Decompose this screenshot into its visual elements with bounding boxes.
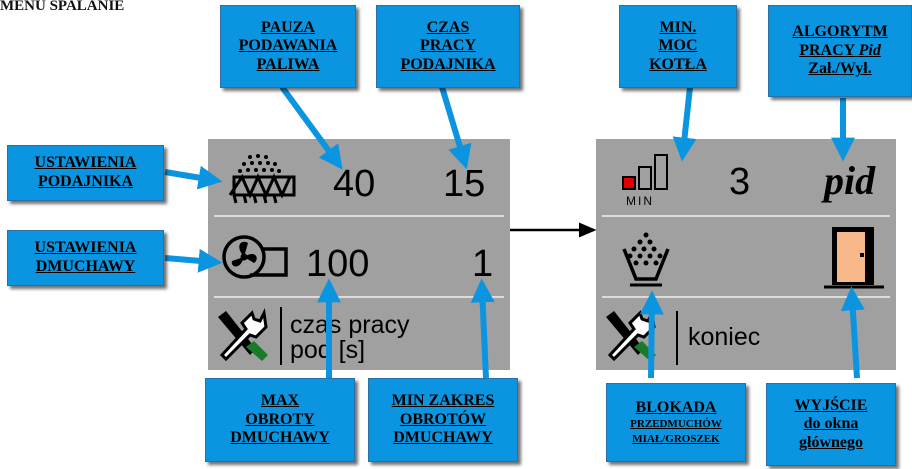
min-power-value[interactable]: 3: [729, 161, 751, 203]
panel-divider: [214, 296, 504, 298]
callout-ust-podajnika: USTAWIENIA PODAJNIKA: [7, 145, 164, 201]
blower-icon[interactable]: [220, 231, 298, 283]
wrench-screwdriver-icon-2[interactable]: [600, 307, 658, 365]
feeder-icon[interactable]: [220, 151, 298, 207]
basket-icon[interactable]: [622, 231, 674, 289]
feed-time-value[interactable]: 15: [443, 163, 486, 205]
min-label: MIN: [626, 194, 654, 208]
info-text-line1: czas pracy: [290, 311, 410, 339]
arrow-czas: [439, 86, 472, 170]
pid-toggle[interactable]: pid: [824, 158, 876, 203]
arrow-ust-podajnika: [164, 165, 223, 190]
exit-door-icon[interactable]: [824, 223, 886, 293]
panel-divider: [602, 296, 890, 298]
callout-algorytm: ALGORYTM PRACY Pid Zał./Wył.: [768, 5, 912, 97]
page-title: MENU SPALANIE: [0, 0, 125, 14]
panel-divider: [602, 215, 890, 217]
end-label[interactable]: koniec: [688, 323, 761, 351]
callout-czas: CZAS PRACY PODAJNIKA: [376, 5, 520, 88]
callout-min-moc: MIN. MOC KOTŁA: [619, 5, 737, 88]
blower-min-value[interactable]: 1: [472, 243, 494, 285]
info-separator: [280, 307, 282, 365]
callout-wyjscie: WYJŚCIE do okna głównego: [766, 383, 896, 466]
arrow-min-moc: [672, 86, 697, 162]
blower-max-value[interactable]: 100: [306, 243, 370, 285]
pid-mark: Pid: [858, 41, 881, 59]
callout-ust-dmuchawy: USTAWIENIA DMUCHAWY: [7, 230, 164, 286]
combustion-settings-panel-2: MIN 3 pid koniec: [596, 139, 896, 370]
min-power-bars-icon[interactable]: [620, 149, 684, 193]
callout-min-zakres: MIN ZAKRES OBROTÓW DMUCHAWY: [368, 378, 518, 462]
feed-pause-value[interactable]: 40: [333, 163, 376, 205]
panel-divider: [214, 215, 504, 217]
callout-max-obroty: MAX OBROTY DMUCHAWY: [205, 378, 355, 462]
callout-blokada: BLOKADA PRZEDMUCHÓW MIAŁ/GROSZEK: [606, 383, 746, 462]
wrench-screwdriver-icon[interactable]: [212, 307, 270, 365]
callout-pauza: PAUZA PODAWANIA PALIWA: [220, 5, 356, 88]
info-separator: [676, 311, 678, 365]
arrow-pauza: [279, 85, 343, 170]
arrow-ust-dmuchawy: [164, 248, 223, 273]
arrow-blokada: [639, 290, 664, 379]
arrow-wyjscie: [840, 286, 865, 379]
arrow-min-zakres: [470, 278, 495, 379]
